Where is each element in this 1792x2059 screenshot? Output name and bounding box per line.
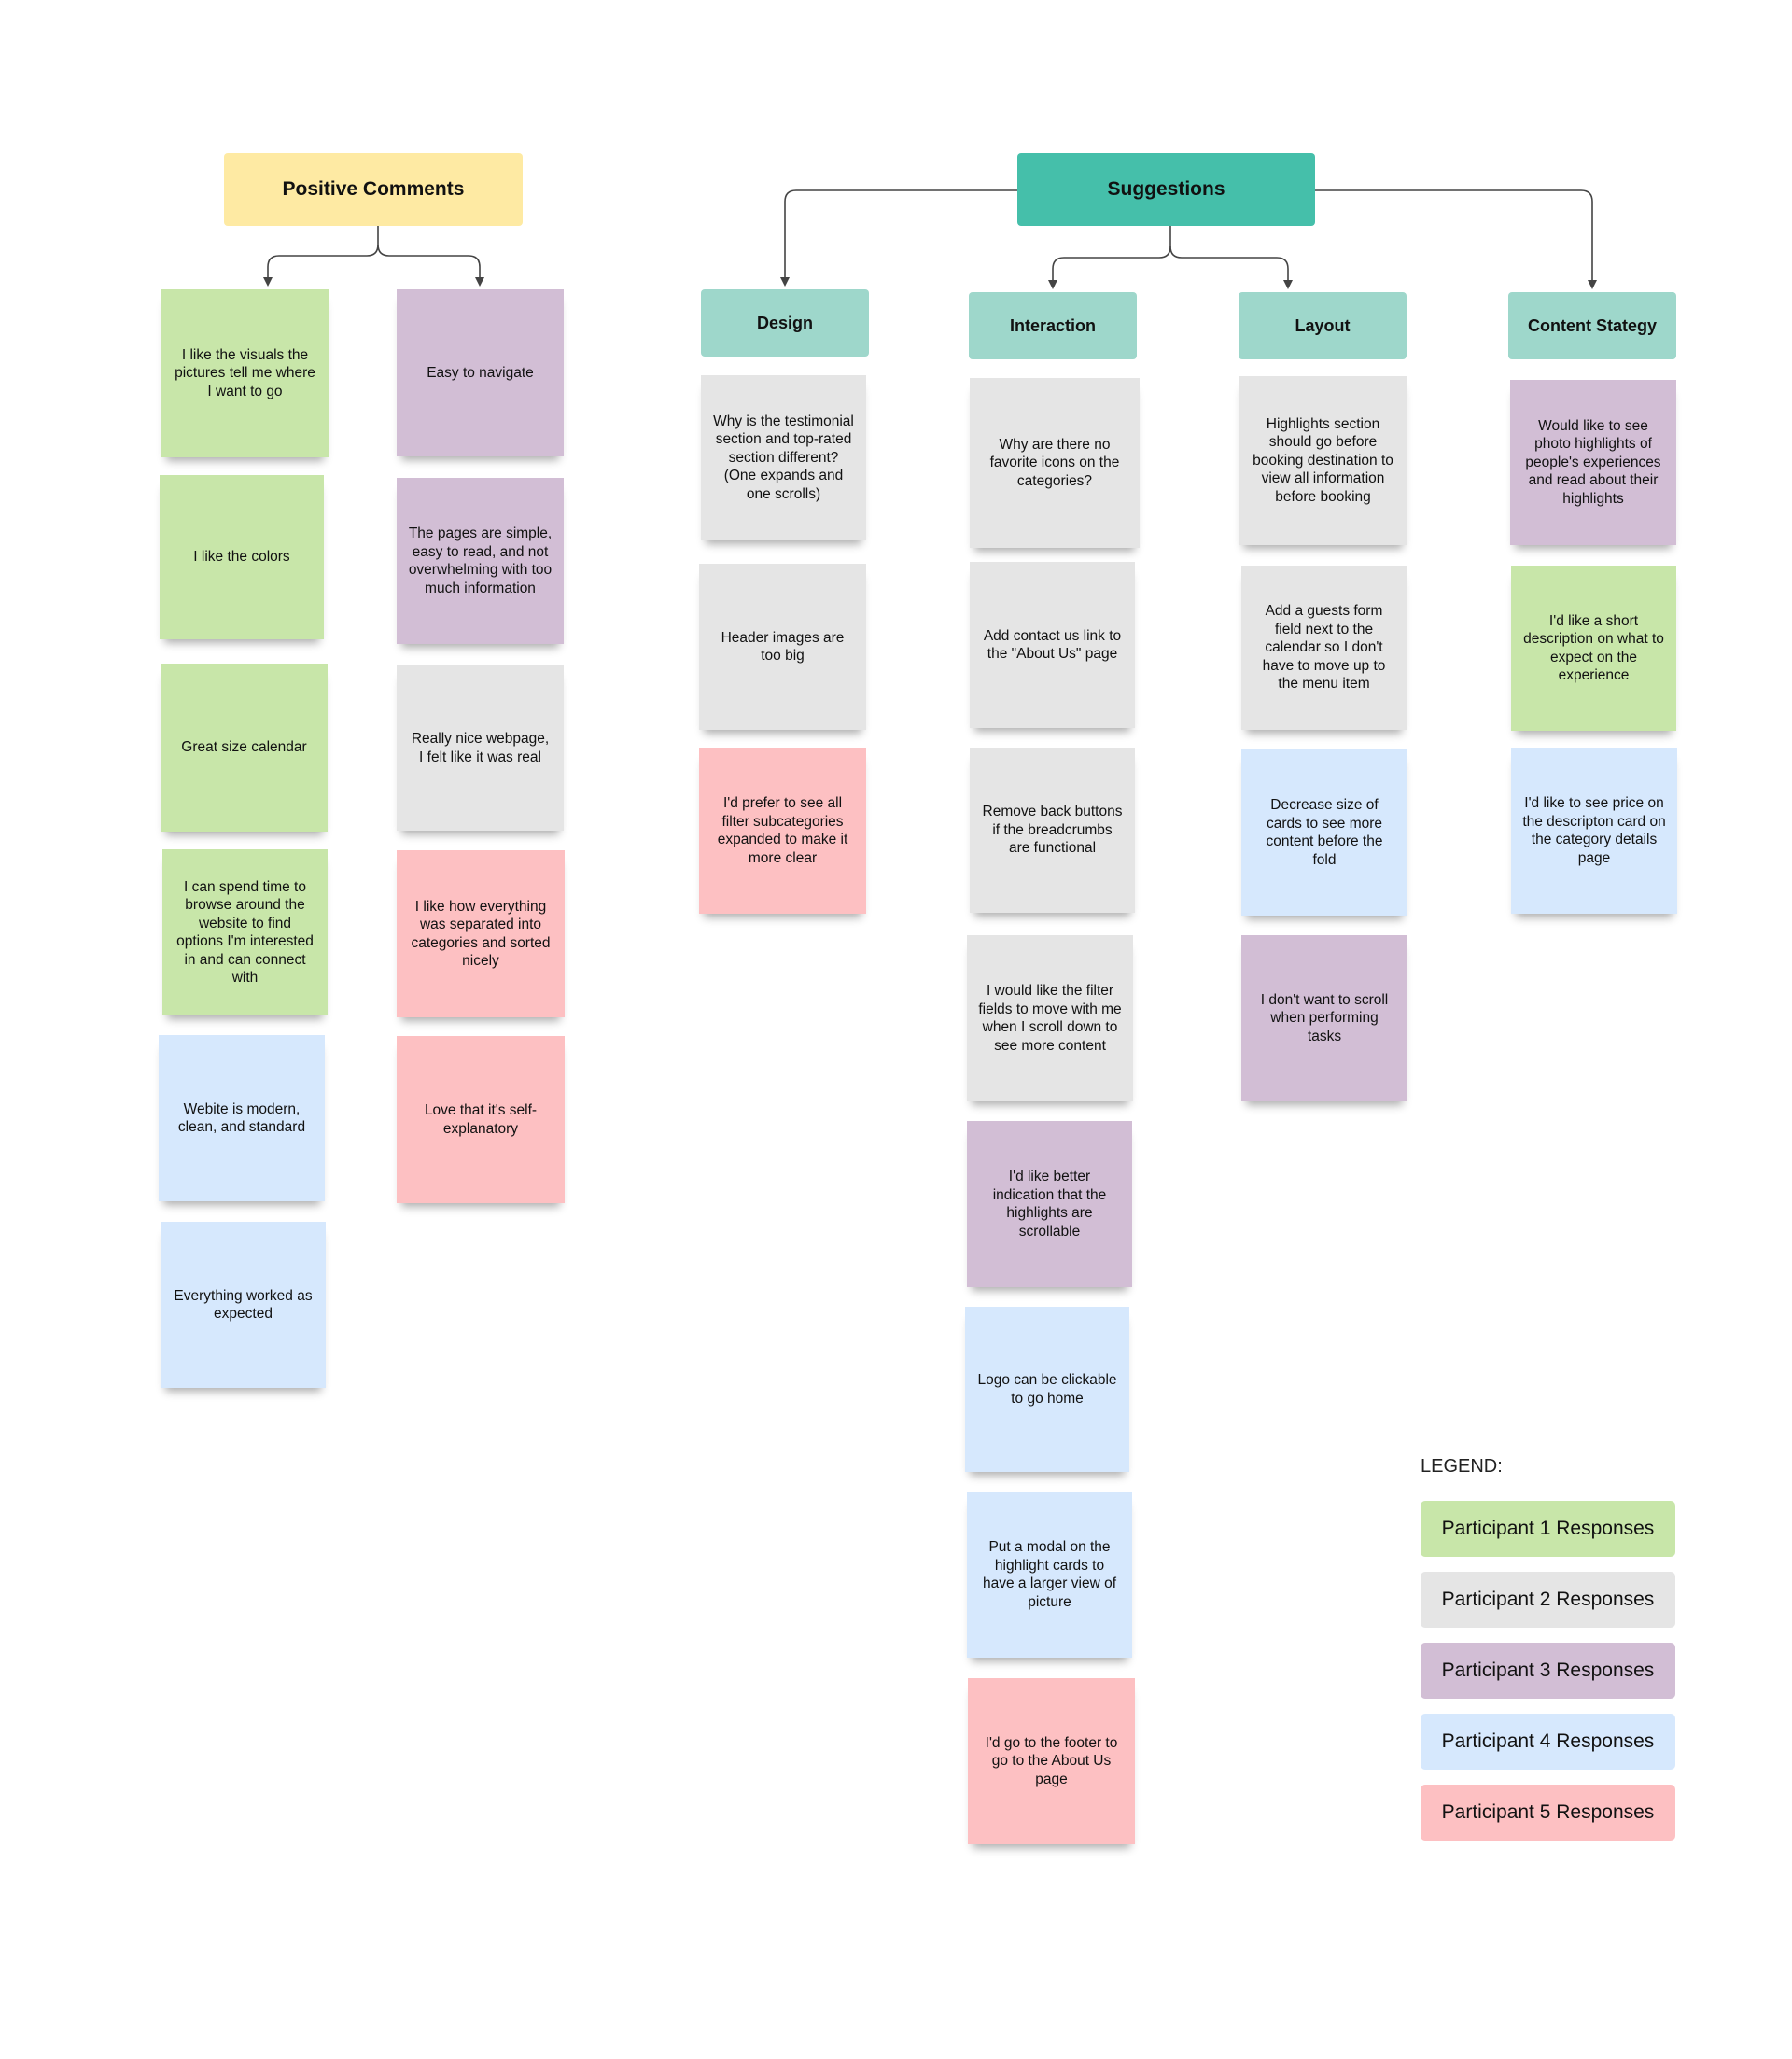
- legend-item-participant-4: Participant 4 Responses: [1421, 1714, 1675, 1770]
- suggestions-header: Suggestions: [1017, 153, 1315, 226]
- sticky-note: Put a modal on the highlight cards to ha…: [967, 1492, 1132, 1658]
- sticky-note: I can spend time to browse around the we…: [162, 849, 328, 1015]
- sticky-note: I like how everything was separated into…: [397, 850, 565, 1017]
- sticky-note: I'd like a short description on what to …: [1511, 566, 1676, 731]
- sticky-note: I'd prefer to see all filter subcategori…: [699, 748, 866, 914]
- sticky-note: Why are there no favorite icons on the c…: [970, 378, 1140, 548]
- category-header-layout: Layout: [1239, 292, 1407, 359]
- sticky-note: Really nice webpage, I felt like it was …: [397, 665, 564, 831]
- sticky-note: Great size calendar: [161, 664, 328, 832]
- category-header-content-strategy: Content Stategy: [1508, 292, 1676, 359]
- connector-design: [780, 189, 1017, 287]
- sticky-note: I like the colors: [160, 475, 324, 639]
- connector-positive-left: [263, 226, 379, 287]
- sticky-note: Logo can be clickable to go home: [965, 1307, 1129, 1472]
- category-header-interaction: Interaction: [969, 292, 1137, 359]
- legend-item-participant-1: Participant 1 Responses: [1421, 1501, 1675, 1557]
- sticky-note: Add a guests form field next to the cale…: [1241, 566, 1407, 730]
- sticky-note: I would like the filter fields to move w…: [967, 935, 1133, 1101]
- connector-layout: [1169, 245, 1293, 289]
- sticky-note: Remove back buttons if the breadcrumbs a…: [970, 748, 1135, 913]
- legend-item-participant-3: Participant 3 Responses: [1421, 1643, 1675, 1699]
- connector-content-strategy: [1315, 189, 1597, 289]
- sticky-note: Why is the testimonial section and top-r…: [701, 375, 866, 540]
- sticky-note: Would like to see photo highlights of pe…: [1510, 380, 1676, 545]
- legend-item-participant-5: Participant 5 Responses: [1421, 1785, 1675, 1841]
- sticky-note: I'd go to the footer to go to the About …: [968, 1678, 1135, 1844]
- connector-interaction: [1048, 226, 1171, 289]
- sticky-note: I'd like to see price on the descripton …: [1511, 748, 1677, 914]
- legend-item-participant-2: Participant 2 Responses: [1421, 1572, 1675, 1628]
- sticky-note: The pages are simple, easy to read, and …: [397, 478, 564, 644]
- sticky-note: Easy to navigate: [397, 289, 564, 456]
- sticky-note: Add contact us link to the "About Us" pa…: [970, 562, 1135, 728]
- sticky-note: Everything worked as expected: [161, 1222, 326, 1388]
- sticky-note: I like the visuals the pictures tell me …: [161, 289, 329, 457]
- sticky-note: I don't want to scroll when performing t…: [1241, 935, 1407, 1101]
- connector-positive-right: [377, 244, 484, 287]
- legend-title: LEGEND:: [1421, 1456, 1503, 1477]
- sticky-note: I'd like better indication that the high…: [967, 1121, 1132, 1287]
- sticky-note: Decrease size of cards to see more conte…: [1241, 749, 1407, 916]
- positive-comments-header: Positive Comments: [224, 153, 523, 226]
- category-header-design: Design: [701, 289, 869, 357]
- sticky-note: Webite is modern, clean, and standard: [159, 1035, 325, 1201]
- sticky-note: Love that it's self-explanatory: [397, 1036, 565, 1203]
- sticky-note: Highlights section should go before book…: [1239, 376, 1407, 545]
- sticky-note: Header images are too big: [699, 564, 866, 730]
